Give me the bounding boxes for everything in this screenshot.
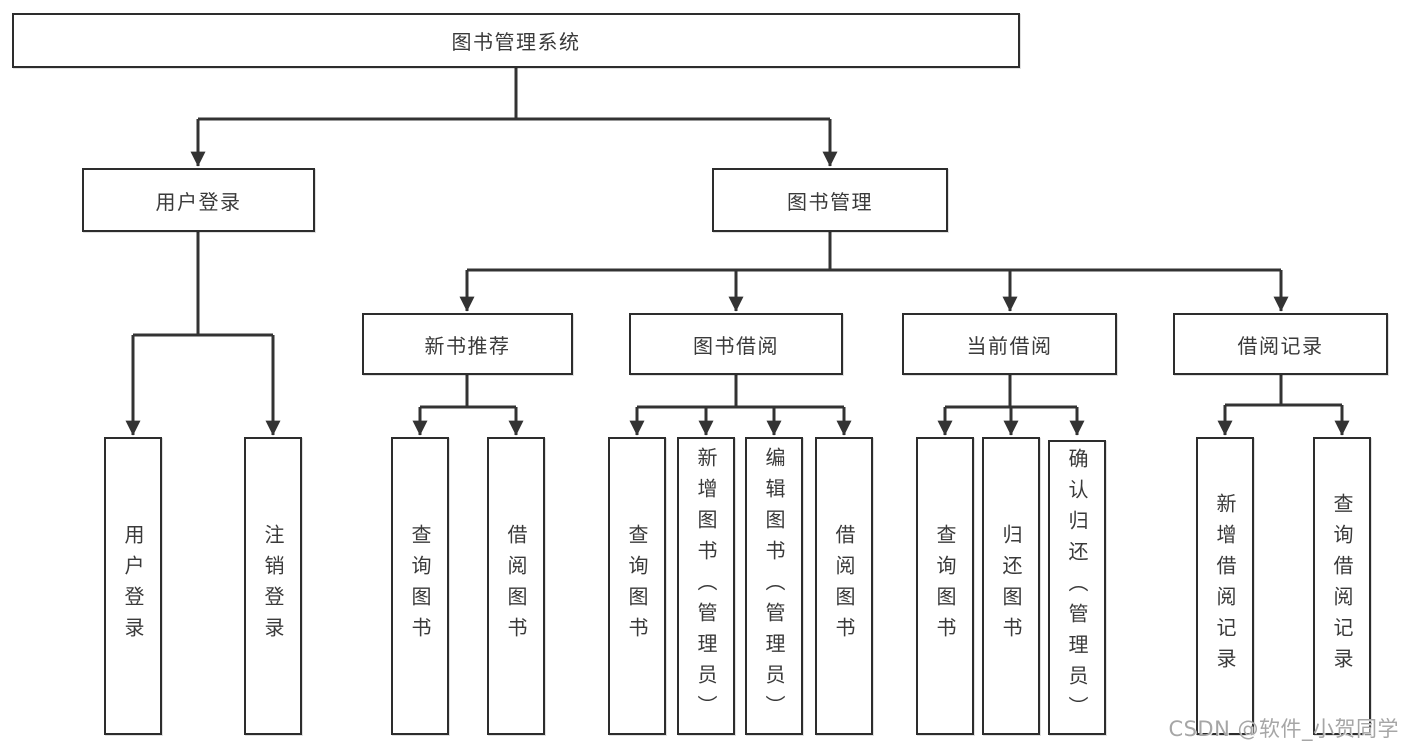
leaf-bb-query-books: 查询图书 (608, 437, 666, 735)
node-current-borrowing: 当前借阅 (902, 313, 1117, 375)
node-borrowing-records: 借阅记录 (1173, 313, 1388, 375)
node-user-login: 用户登录 (82, 168, 315, 232)
leaf-bb-edit-books-admin: 编辑图书（管理员） (745, 437, 803, 735)
leaf-logout: 注销登录 (244, 437, 302, 735)
leaf-nbr-borrow-books: 借阅图书 (487, 437, 545, 735)
node-book-management: 图书管理 (712, 168, 948, 232)
leaf-cb-return-books: 归还图书 (982, 437, 1040, 735)
leaf-br-query-record: 查询借阅记录 (1313, 437, 1371, 735)
leaf-cb-confirm-return-admin: 确认归还（管理员） (1048, 440, 1106, 735)
leaf-cb-query-books: 查询图书 (916, 437, 974, 735)
leaf-nbr-query-books: 查询图书 (391, 437, 449, 735)
leaf-bb-borrow-books: 借阅图书 (815, 437, 873, 735)
leaf-user-login: 用户登录 (104, 437, 162, 735)
node-new-book-recommendation: 新书推荐 (362, 313, 573, 375)
leaf-bb-add-books-admin: 新增图书（管理员） (677, 437, 735, 735)
node-library-management-system: 图书管理系统 (12, 13, 1020, 68)
csdn-watermark: CSDN @软件_小贺同学 (1168, 717, 1399, 741)
node-book-borrowing: 图书借阅 (629, 313, 843, 375)
leaf-br-add-record: 新增借阅记录 (1196, 437, 1254, 735)
